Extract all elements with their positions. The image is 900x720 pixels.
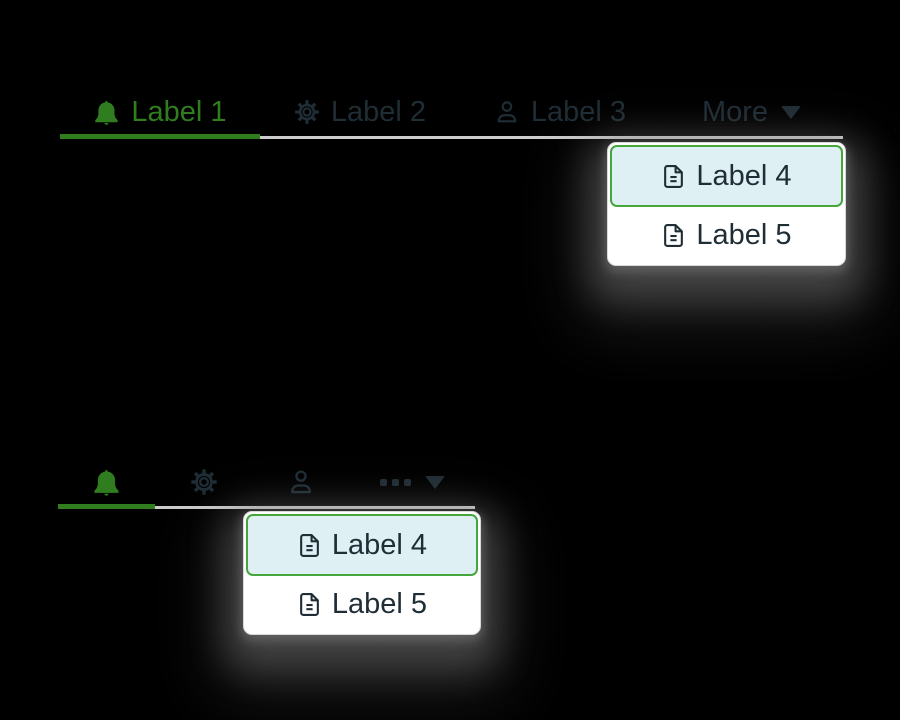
menu-item-label-5[interactable]: Label 5 <box>246 576 478 632</box>
menu-item-label-5[interactable]: Label 5 <box>610 207 843 263</box>
text-tabs-section: Label 1 <box>60 88 846 266</box>
ellipsis-icon <box>379 478 411 486</box>
menu-item-label-4[interactable]: Label 4 <box>610 145 843 207</box>
overflow-menu-top: Label 4 Label 5 <box>607 142 846 266</box>
tab-label: Label 1 <box>131 95 227 128</box>
caret-down-icon <box>424 475 445 489</box>
user-icon <box>497 101 517 123</box>
tab-gear[interactable] <box>155 458 252 506</box>
bell-icon <box>94 469 119 496</box>
overflow-menu-bottom: Label 4 Label 5 <box>243 511 481 635</box>
tab-label-3[interactable]: Label 3 <box>460 88 660 136</box>
file-icon <box>664 223 684 247</box>
icon-tabbar <box>58 458 475 509</box>
tab-overflow[interactable] <box>349 458 475 506</box>
tab-label: Label 3 <box>530 95 627 128</box>
menu-item-label: Label 5 <box>696 218 792 251</box>
tab-user[interactable] <box>252 458 349 506</box>
user-icon <box>290 470 311 494</box>
text-tabbar: Label 1 <box>60 88 843 139</box>
tab-more[interactable]: More <box>660 88 843 136</box>
gear-icon <box>190 469 217 495</box>
gear-icon <box>295 100 319 124</box>
bell-icon <box>95 100 119 125</box>
file-icon <box>664 164 684 188</box>
caret-down-icon <box>781 105 802 119</box>
file-icon <box>300 533 319 557</box>
icon-tabs-section: Label 4 Label 5 <box>58 458 481 635</box>
tab-label-1[interactable]: Label 1 <box>60 88 260 139</box>
menu-item-label: Label 5 <box>331 587 428 620</box>
tab-bell[interactable] <box>58 458 155 509</box>
menu-item-label-4[interactable]: Label 4 <box>246 514 478 576</box>
menu-item-label: Label 4 <box>696 159 792 192</box>
menu-item-label: Label 4 <box>331 528 428 561</box>
tab-label-2[interactable]: Label 2 <box>260 88 460 136</box>
tab-label: Label 2 <box>330 95 427 128</box>
tab-label: More <box>701 95 769 128</box>
file-icon <box>300 592 319 616</box>
